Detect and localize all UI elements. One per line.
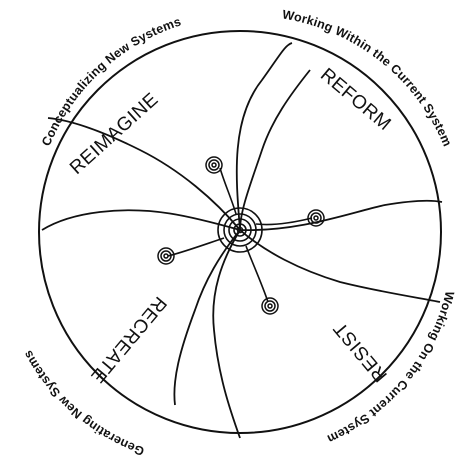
inner-curve-top <box>240 70 310 230</box>
small-spiral-top-icon <box>206 157 222 173</box>
tendril-left <box>168 238 224 256</box>
outer-label-bottom-right: Working On the Current System <box>325 290 457 446</box>
quadrant-label-reform: REFORM <box>316 64 395 135</box>
inner-curve-bottom <box>174 230 240 405</box>
small-spiral-right-icon <box>308 210 324 226</box>
quadrant-label-resist: RESIST <box>330 317 392 385</box>
inner-curve-right <box>240 230 440 302</box>
outer-label-bottom-left-text: Generating New Systems <box>21 348 147 458</box>
outer-label-bottom-right-text: Working On the Current System <box>325 290 457 446</box>
small-spiral-left-icon <box>158 248 174 264</box>
tendrils <box>168 168 312 302</box>
tendril-top <box>220 168 236 214</box>
small-spiral-bottom-icon <box>262 298 278 314</box>
outer-label-bottom-left: Generating New Systems <box>21 348 147 458</box>
tendril-bottom <box>246 246 268 302</box>
quadrant-label-recreate: RECREATE <box>86 292 170 387</box>
tendril-right <box>256 218 312 225</box>
quadrant-label-reimagine: REIMAGINE <box>66 89 163 179</box>
swirl-curve-right <box>240 201 442 230</box>
swirl-curve-left <box>42 210 240 230</box>
